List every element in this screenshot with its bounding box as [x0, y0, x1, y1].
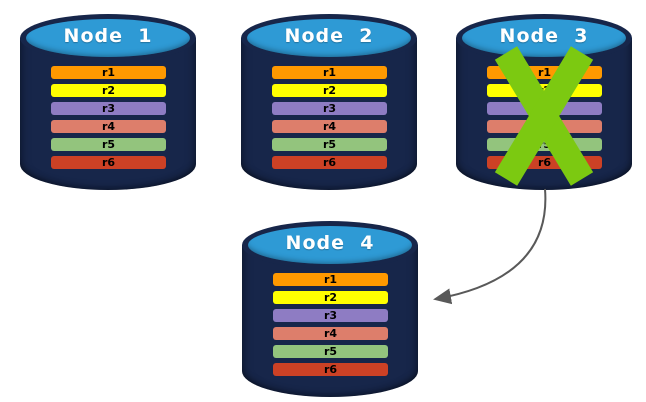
cylinder-cap-top	[26, 19, 190, 57]
replica-row: r5	[272, 138, 387, 151]
cylinder-cap-top	[248, 226, 412, 264]
replica-row: r5	[487, 138, 602, 151]
replica-rows: r1 r2 r3 r4 r5 r6	[487, 66, 602, 174]
replica-rows: r1 r2 r3 r4 r5 r6	[51, 66, 166, 174]
cylinder-cap: Node 1	[20, 14, 196, 62]
replica-row: r5	[273, 345, 388, 358]
replica-row: r4	[487, 120, 602, 133]
node-title: Node 4	[285, 232, 375, 254]
cylinder-cap: Node 3	[456, 14, 632, 62]
node-3: Node 3 r1 r2 r3 r4 r5 r6	[456, 14, 632, 190]
replica-row: r1	[273, 273, 388, 286]
replica-row: r6	[273, 363, 388, 376]
node-1: Node 1 r1 r2 r3 r4 r5 r6	[20, 14, 196, 190]
replica-row: r1	[51, 66, 166, 79]
replica-row: r2	[272, 84, 387, 97]
replica-row: r1	[487, 66, 602, 79]
node-title: Node 1	[63, 25, 153, 47]
cylinder-cap: Node 4	[242, 221, 418, 269]
replica-row: r4	[273, 327, 388, 340]
replica-row: r2	[487, 84, 602, 97]
node-title: Node 2	[284, 25, 374, 47]
replica-rows: r1 r2 r3 r4 r5 r6	[273, 273, 388, 381]
replica-row: r3	[272, 102, 387, 115]
replica-row: r6	[51, 156, 166, 169]
replica-row: r4	[51, 120, 166, 133]
node-title: Node 3	[499, 25, 589, 47]
node-2: Node 2 r1 r2 r3 r4 r5 r6	[241, 14, 417, 190]
replica-row: r6	[272, 156, 387, 169]
node-4: Node 4 r1 r2 r3 r4 r5 r6	[242, 221, 418, 397]
replica-row: r3	[487, 102, 602, 115]
replica-row: r6	[487, 156, 602, 169]
replica-row: r2	[51, 84, 166, 97]
replica-row: r3	[51, 102, 166, 115]
replica-row: r5	[51, 138, 166, 151]
replica-row: r3	[273, 309, 388, 322]
cylinder-cap: Node 2	[241, 14, 417, 62]
cylinder-cap-top	[247, 19, 411, 57]
replica-rows: r1 r2 r3 r4 r5 r6	[272, 66, 387, 174]
replica-row: r4	[272, 120, 387, 133]
replica-row: r1	[272, 66, 387, 79]
replica-row: r2	[273, 291, 388, 304]
